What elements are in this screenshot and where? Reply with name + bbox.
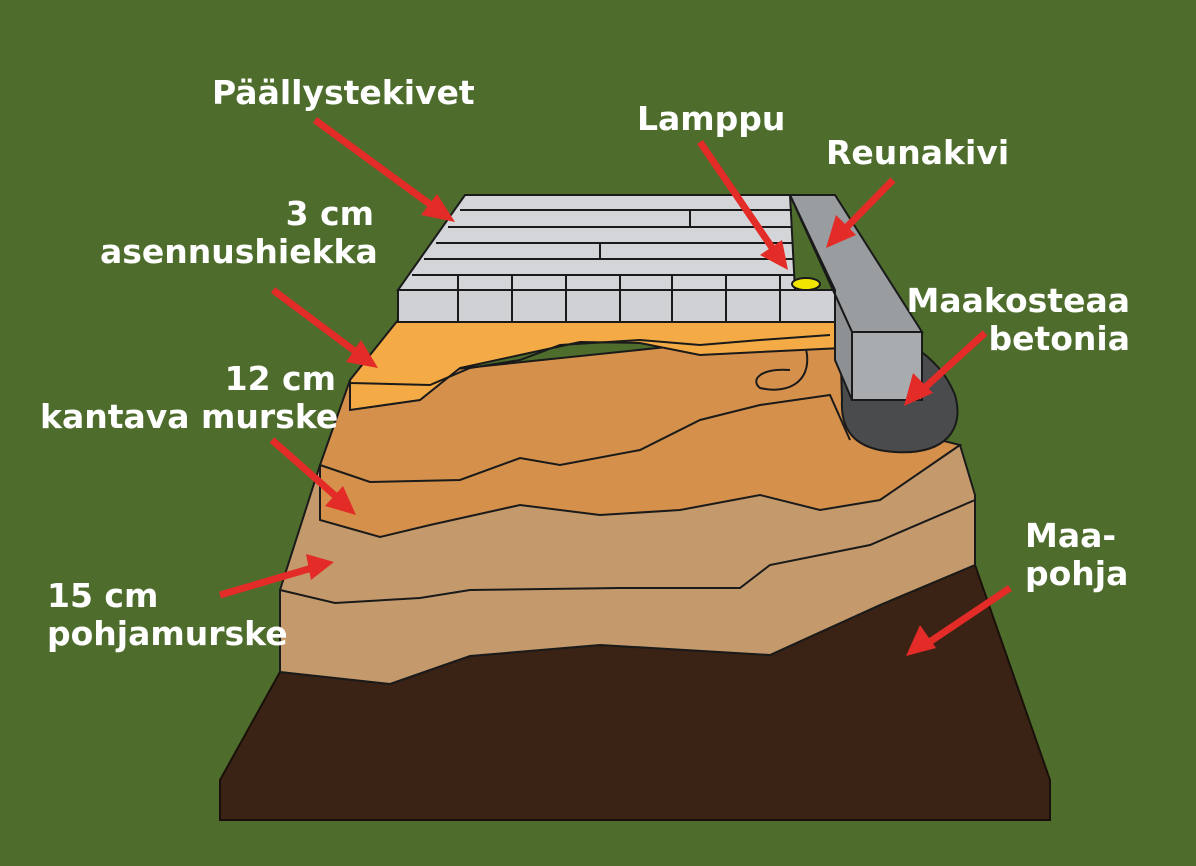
label-base-gravel-name: pohjamurske (47, 614, 288, 653)
label-base-gravel: 15 cm pohjamurske (47, 577, 288, 653)
label-base-gravel-thickness: 15 cm (47, 576, 159, 615)
base-gravel-contour (279, 499, 976, 605)
label-installation-sand-thickness: 3 cm (285, 194, 374, 233)
label-concrete-line1: Maakosteaa (906, 281, 1130, 320)
curb-stone (788, 194, 924, 401)
arrow-bearing-gravel (269, 437, 356, 515)
lamp-icon (791, 277, 821, 291)
arrow-base-gravel (219, 554, 334, 599)
label-subsoil: Maa- pohja (1025, 517, 1128, 593)
label-installation-sand: 3 cm asennushiekka (100, 194, 378, 271)
label-subsoil-line2: pohja (1025, 554, 1129, 593)
label-subsoil-line1: Maa- (1025, 516, 1117, 555)
label-lamp: Lamppu (637, 99, 786, 138)
arrow-curb-stone (826, 177, 896, 248)
label-paving-stones: Päällystekivet (212, 73, 475, 112)
label-installation-sand-name: asennushiekka (100, 232, 378, 271)
curb-side-face (789, 194, 853, 401)
label-concrete: Maakosteaa betonia (900, 282, 1130, 358)
arrow-lamp (697, 140, 788, 270)
paving-front-edge (397, 289, 839, 323)
label-curb-stone: Reunakivi (826, 133, 1010, 172)
arrow-subsoil (906, 585, 1012, 656)
label-bearing-gravel: 12 cm kantava murske (40, 359, 339, 436)
paving-stones (396, 194, 839, 323)
arrow-paving-stones (312, 117, 455, 222)
installation-sand-contour (349, 334, 831, 387)
arrow-concrete (904, 330, 988, 406)
arrow-installation-sand (270, 287, 378, 368)
bearing-gravel-contour (319, 393, 851, 484)
label-bearing-gravel-name: kantava murske (40, 397, 339, 436)
label-bearing-gravel-thickness: 12 cm (224, 359, 336, 398)
bearing-gravel-swirl (755, 344, 809, 391)
label-concrete-line2: betonia (988, 319, 1130, 358)
